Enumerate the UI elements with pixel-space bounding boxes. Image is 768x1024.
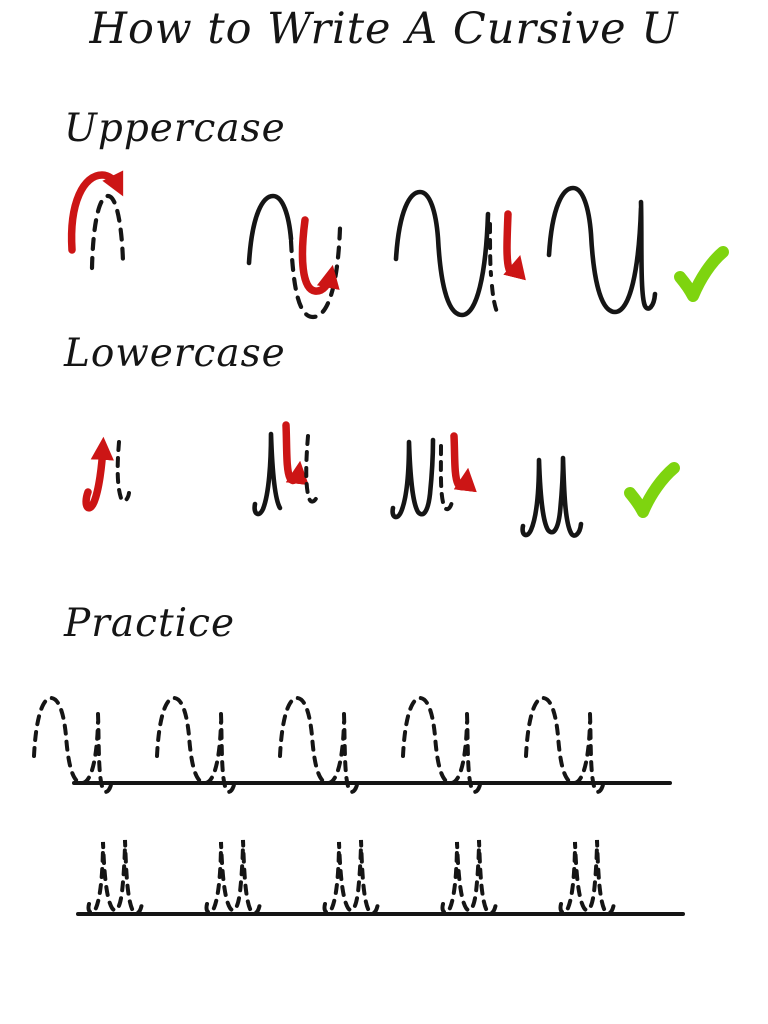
section-label-uppercase: Uppercase [64, 106, 286, 151]
dashed-second-peak-guide [304, 434, 320, 504]
practice-line-lowercase [76, 838, 685, 916]
solid-first-peak-stroke [252, 431, 283, 517]
solid-arch-valley-stroke [393, 189, 491, 318]
trace-letter [86, 838, 144, 916]
checkmark-icon [624, 462, 680, 518]
trace-letter [558, 838, 616, 916]
uppercase-step-1-diagram [67, 170, 126, 271]
lowercase-step-4-diagram [520, 455, 584, 538]
dashed-upstroke-guide [115, 440, 131, 503]
solid-two-peaks-stroke [390, 437, 436, 520]
lowercase-step-2-diagram [252, 421, 320, 517]
lowercase-step-1-diagram [82, 436, 131, 512]
dashed-descender-guide [488, 222, 499, 314]
page-title: How to Write A Cursive U [89, 4, 679, 54]
uppercase-step-3-diagram [393, 189, 526, 318]
stroke-direction-arrow-icon [450, 432, 477, 493]
complete-lowercase-u-stroke [520, 455, 584, 538]
trace-letter [524, 696, 606, 794]
stroke-direction-arrow-icon [503, 210, 526, 281]
trace-letter [440, 838, 498, 916]
trace-letter [155, 696, 237, 794]
dashed-ending-guide [438, 444, 454, 512]
practice-line-uppercase [32, 696, 672, 794]
trace-letter [32, 696, 114, 794]
trace-letter [401, 696, 483, 794]
stroke-direction-arrow-icon [67, 170, 124, 254]
trace-letter [322, 838, 380, 916]
stroke-direction-arrow-icon [82, 436, 114, 512]
stroke-direction-arrow-icon [298, 216, 340, 295]
trace-letters-group [32, 696, 606, 794]
uppercase-step-2-diagram [246, 193, 343, 320]
lowercase-step-3-diagram [390, 432, 477, 520]
trace-letter [204, 838, 262, 916]
section-label-practice: Practice [64, 601, 236, 646]
uppercase-step-4-diagram [546, 185, 658, 315]
checkmark-icon [674, 246, 729, 302]
solid-arch-stroke [246, 193, 294, 266]
stroke-direction-arrow-icon [282, 421, 309, 486]
section-label-lowercase: Lowercase [64, 331, 286, 376]
dashed-arch-guide [89, 193, 126, 271]
trace-letter [278, 696, 360, 794]
trace-letters-group [86, 838, 616, 916]
complete-uppercase-u-stroke [546, 185, 658, 315]
